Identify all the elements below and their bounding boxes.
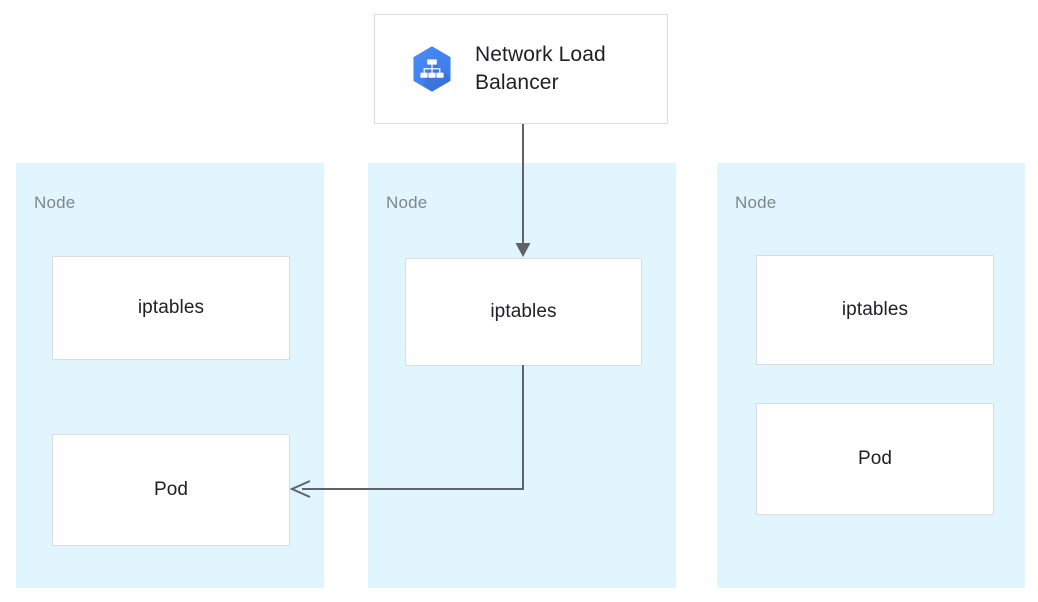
node-label: Node (386, 193, 428, 212)
iptables-box-middle[interactable]: iptables (405, 258, 642, 366)
iptables-box-left[interactable]: iptables (52, 256, 290, 360)
node-panel-left[interactable]: Node iptables Pod (16, 163, 324, 588)
network-load-balancer-icon (413, 46, 451, 92)
iptables-box-label: iptables (137, 297, 205, 318)
pod-box-left[interactable]: Pod (52, 434, 290, 546)
iptables-box-right[interactable]: iptables (756, 255, 994, 365)
network-load-balancer-label: Network Load Balancer (475, 43, 606, 94)
node-panel-right[interactable]: Node iptables Pod (717, 163, 1025, 588)
pod-box-label: Pod (153, 479, 189, 500)
node-label: Node (34, 193, 76, 212)
iptables-box-label: iptables (490, 301, 557, 322)
node-panel-middle[interactable]: Node iptables (368, 163, 676, 588)
pod-box-label: Pod (857, 448, 893, 469)
iptables-box-label: iptables (841, 299, 909, 320)
network-load-balancer-box[interactable]: Network Load Balancer (374, 14, 668, 124)
node-label: Node (735, 193, 777, 212)
pod-box-right[interactable]: Pod (756, 403, 994, 515)
